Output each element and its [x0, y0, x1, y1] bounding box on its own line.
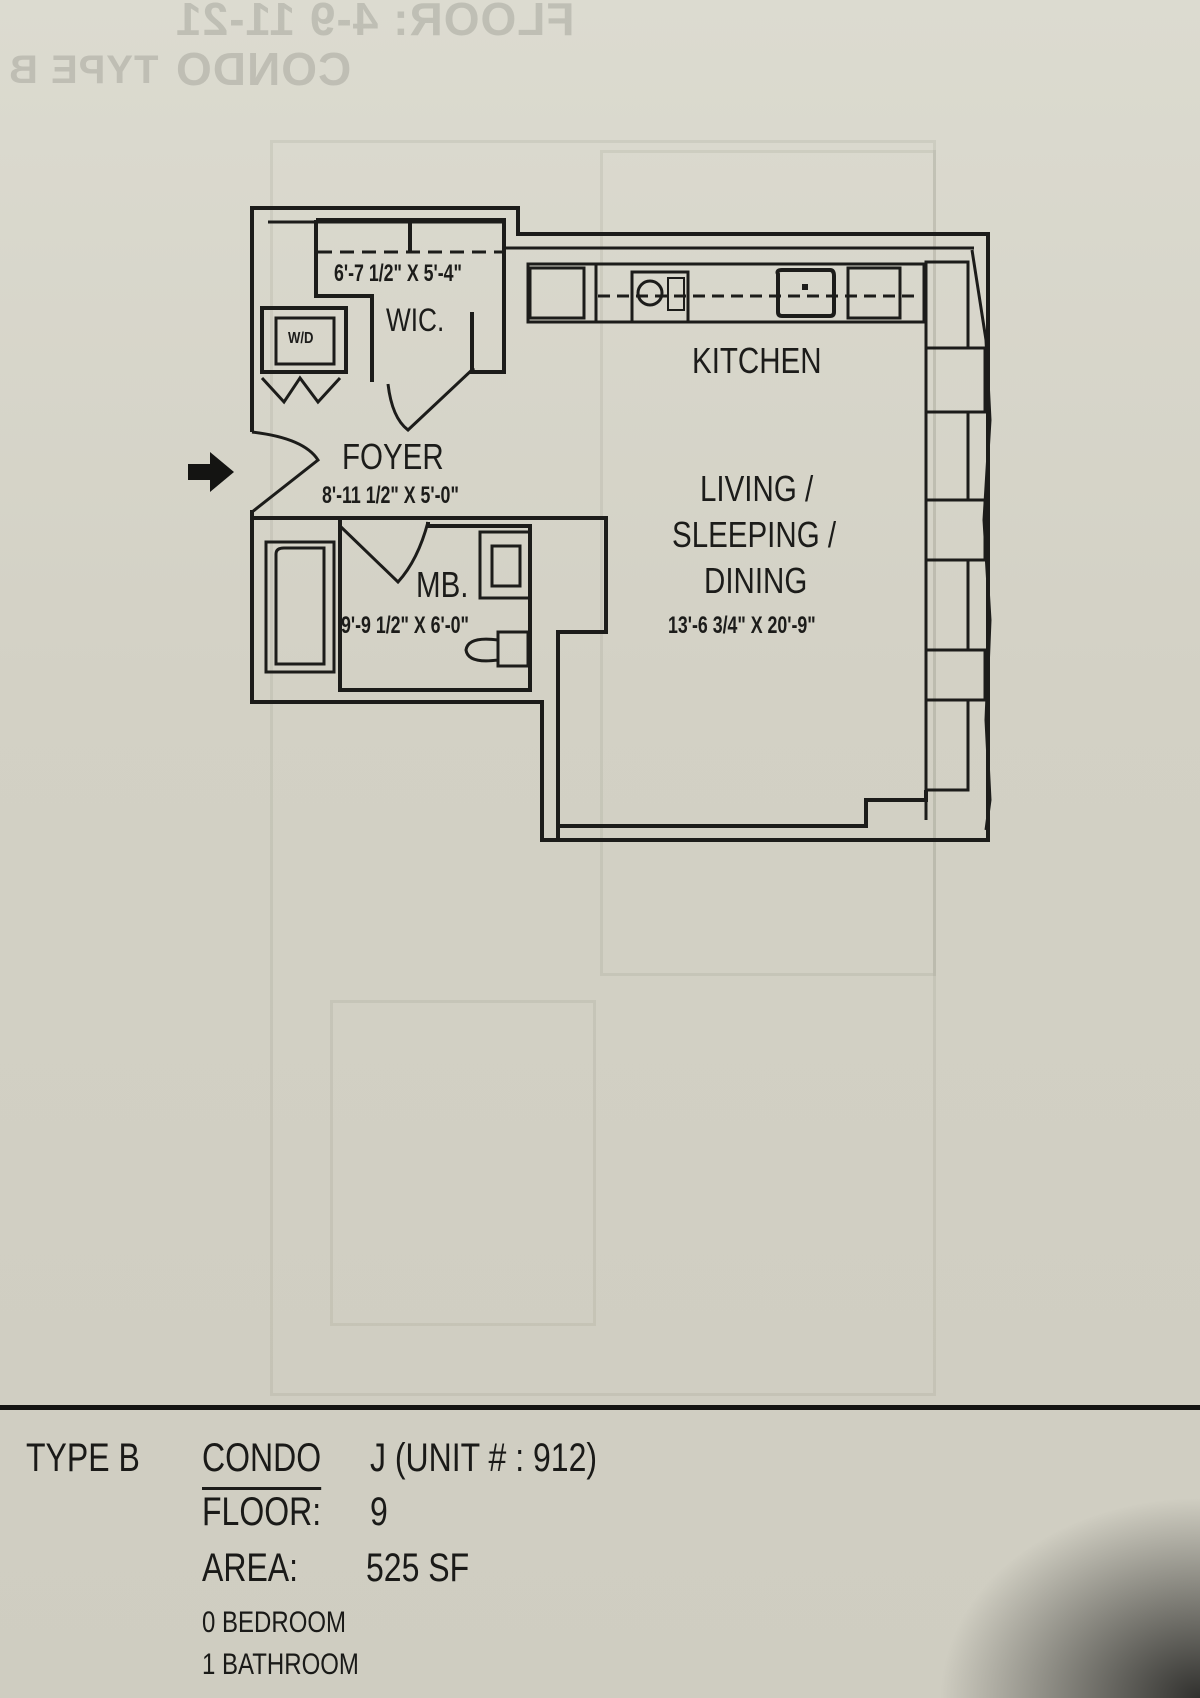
living-label-line1: LIVING / [700, 468, 814, 509]
bathtub [264, 540, 336, 674]
bath-dimensions: 9'-9 1/2" X 6'-0" [341, 612, 469, 639]
living-label-line3: DINING [704, 560, 808, 601]
floor-plan [250, 206, 992, 842]
foyer-label: FOYER [342, 436, 444, 477]
kitchen-range-knobs [667, 277, 685, 311]
kitchen-cabinet [846, 266, 902, 320]
unit-type: TYPE B [26, 1436, 140, 1480]
kitchen-fridge [528, 266, 586, 320]
bath-label: MB. [416, 564, 469, 605]
entry-door-swing [251, 430, 320, 514]
bath-sink [478, 530, 532, 600]
wd-label: W/D [288, 330, 314, 347]
window-pane [924, 260, 970, 792]
living-lower-step [558, 790, 928, 828]
bleed-through-plan [270, 140, 936, 1396]
condo-label: CONDO [202, 1436, 322, 1490]
area-label: AREA: [202, 1546, 299, 1590]
wd-unit [274, 316, 336, 366]
wd-closet [260, 306, 348, 374]
condo-unit-value: J (UNIT # : 912) [370, 1436, 598, 1480]
kitchen-range [630, 270, 690, 324]
kitchen-sink [775, 268, 836, 318]
wic-door-swing [386, 366, 476, 432]
kitchen-burner [636, 279, 664, 307]
wd-door [260, 375, 342, 405]
kitchen-label: KITCHEN [692, 340, 822, 381]
foyer-dimensions: 8'-11 1/2" X 5'-0" [322, 482, 459, 509]
wic-wall [314, 218, 506, 382]
exterior-wall [250, 206, 990, 842]
wic-dimensions: 6'-7 1/2" X 5'-4" [334, 260, 462, 287]
bath-door-swing [338, 521, 430, 585]
living-dimensions: 13'-6 3/4" X 20'-9" [668, 612, 816, 639]
living-label-line2: SLEEPING / [672, 514, 837, 555]
kitchen-faucet [802, 284, 808, 290]
bathroom-count: 1 BATHROOM [202, 1648, 359, 1681]
kitchen-counter [526, 262, 926, 324]
entry-arrow-icon [188, 452, 234, 492]
area-value: 525 SF [366, 1546, 470, 1590]
bedroom-count: 0 BEDROOM [202, 1606, 347, 1639]
bleed-through-room [330, 1000, 596, 1326]
floor-value: 9 [370, 1490, 388, 1534]
section-divider [0, 1405, 1200, 1410]
wic-label: WIC. [386, 302, 445, 338]
window-pane [926, 346, 987, 702]
bleed-through-room [600, 150, 936, 976]
bathtub-inner [274, 546, 326, 666]
floor-label: FLOOR: [202, 1490, 322, 1534]
window-wall [924, 249, 992, 831]
toilet [464, 630, 530, 668]
living-wall [342, 516, 608, 840]
